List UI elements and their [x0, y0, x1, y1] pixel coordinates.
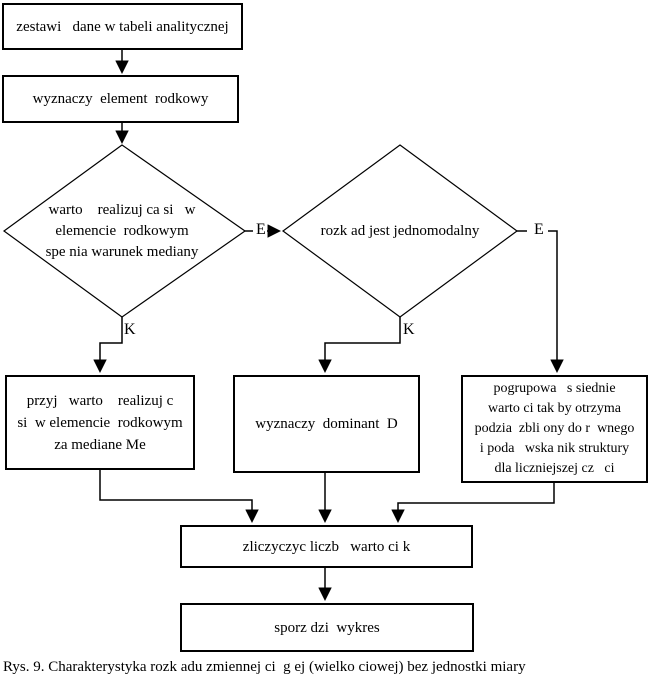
branch-label-k-left: K — [124, 321, 136, 338]
branch-label-e-left: E — [256, 221, 266, 238]
branch-label-k-mid: K — [403, 321, 415, 338]
step-box-find-dominant: wyznaczy dominant D — [233, 375, 420, 473]
decision-diamond-left-text: warto realizuj ca si w elemencie rodkowy… — [45, 201, 199, 260]
step-box-group-values: pogrupowa s siednie warto ci tak by otrz… — [461, 375, 648, 483]
step-box-make-chart: sporz dzi wykres — [180, 603, 474, 652]
decision-diamond-mid-text: rozk ad jest jednomodalny — [320, 222, 480, 239]
step-box-accept-median: przyj warto realizuj c si w elemencie ro… — [5, 375, 195, 470]
branch-label-e-right: E — [534, 221, 544, 238]
figure-caption: Rys. 9. Charakterystyka rozk adu zmienne… — [3, 659, 526, 675]
step-box-find-middle-element: wyznaczy element rodkowy — [2, 75, 239, 123]
step-box-count-values: zliczyczyc liczb warto ci k — [180, 525, 473, 568]
step-box-compile-table: zestawi dane w tabeli analitycznej — [2, 3, 243, 50]
